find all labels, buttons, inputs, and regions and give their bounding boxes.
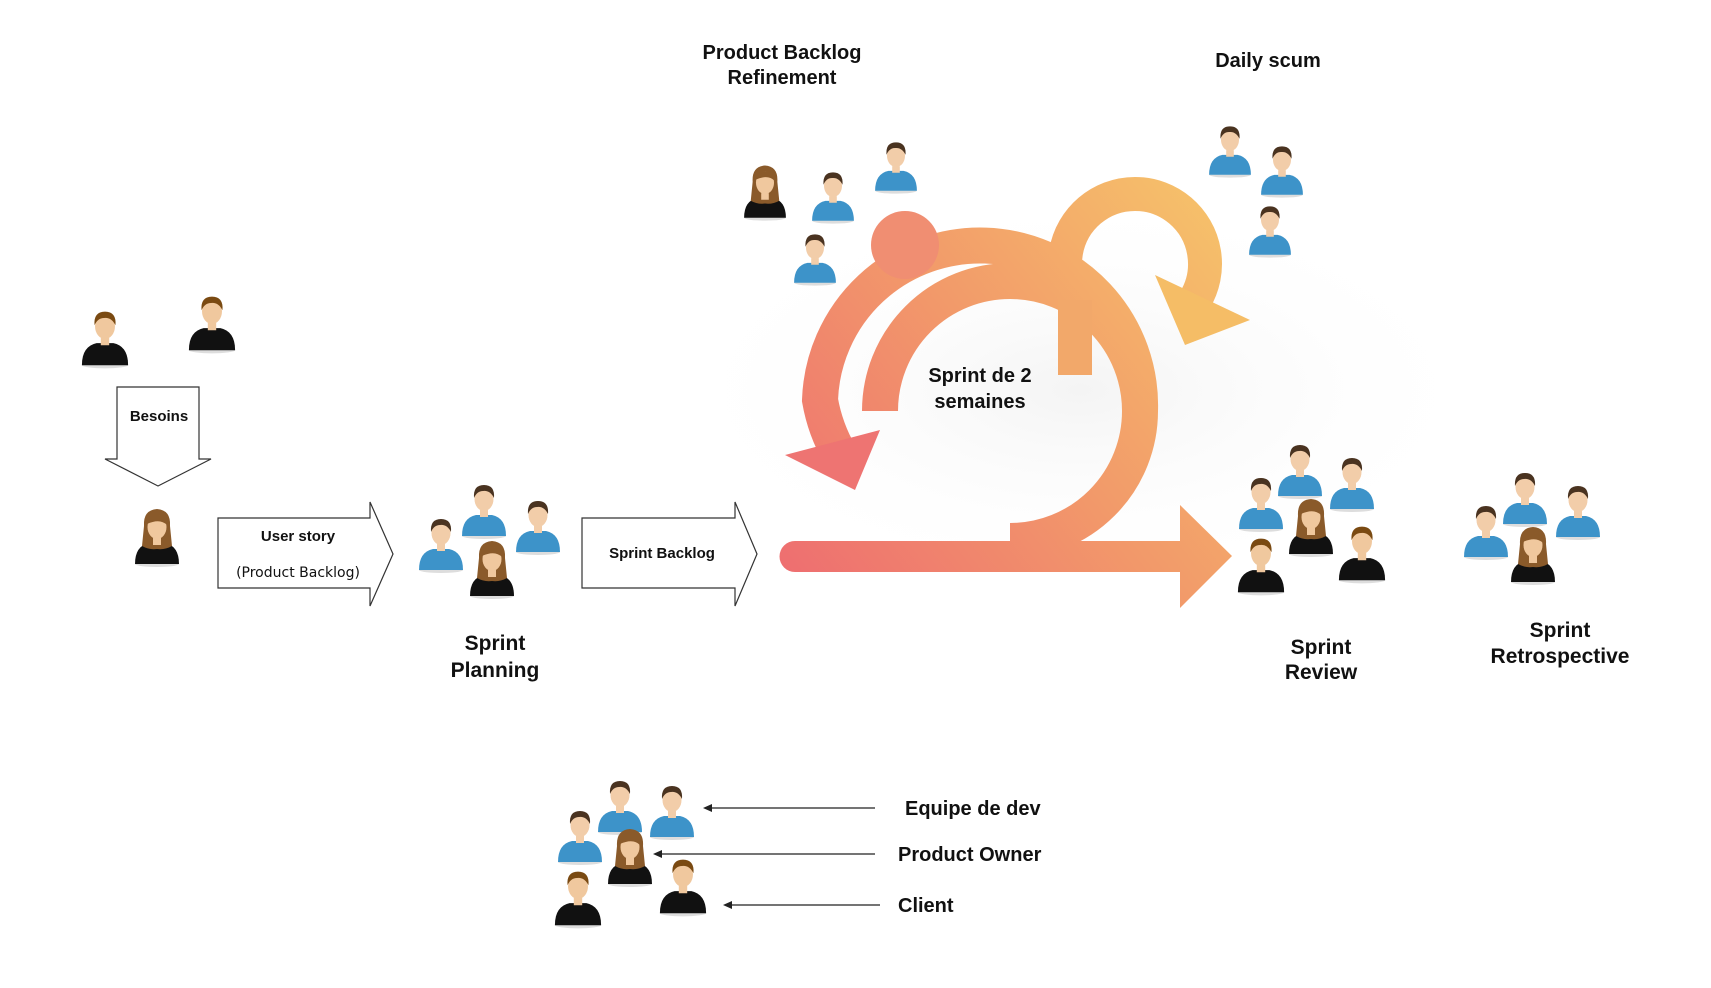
refinement-title-line2: Refinement bbox=[728, 67, 837, 89]
developer-person-icon bbox=[419, 519, 463, 573]
product-backlog-label: (Product Backlog) bbox=[236, 565, 360, 581]
legend-arrowhead-client bbox=[723, 901, 732, 909]
sprint-bar bbox=[779, 505, 1232, 608]
besoins-arrow: Besoins bbox=[104, 386, 212, 487]
developer-person-icon bbox=[1556, 486, 1600, 540]
sprint-loop bbox=[779, 177, 1250, 608]
legend-arrowhead-dev bbox=[703, 804, 712, 812]
daily-scrum-arrowhead bbox=[1155, 275, 1250, 345]
client-person-icon bbox=[1237, 538, 1285, 596]
refinement-title-line1: Product Backlog bbox=[703, 42, 862, 64]
developer-person-icon bbox=[462, 485, 506, 539]
developer-person-icon bbox=[1330, 458, 1374, 512]
user-story-arrow: User story (Product Backlog) bbox=[217, 501, 394, 607]
sprint-cycle-knob bbox=[871, 211, 939, 279]
developer-person-icon bbox=[650, 786, 694, 840]
developer-person-icon bbox=[1278, 445, 1322, 499]
developer-person-icon bbox=[875, 142, 917, 194]
product-owner-person-icon bbox=[744, 165, 786, 221]
sprint-backlog-arrow-shape bbox=[581, 501, 758, 607]
developer-person-icon bbox=[1239, 478, 1283, 532]
sprint-retrospective-line1: Sprint bbox=[1530, 619, 1591, 642]
developer-person-icon bbox=[558, 811, 602, 865]
people-icons bbox=[81, 126, 1600, 929]
sprint-planning-line2: Planning bbox=[451, 659, 540, 682]
product-owner-person-icon bbox=[470, 541, 514, 599]
developer-person-icon bbox=[1261, 146, 1303, 198]
developer-person-icon bbox=[1249, 206, 1291, 258]
daily-scrum-loop bbox=[1048, 177, 1222, 309]
client-person-icon bbox=[554, 871, 602, 929]
sprint-duration-line1: Sprint de 2 bbox=[928, 365, 1031, 387]
daily-scrum-title: Daily scum bbox=[1215, 50, 1321, 72]
product-owner-person-icon bbox=[608, 829, 652, 887]
sprint-backlog-label: Sprint Backlog bbox=[609, 545, 715, 562]
developer-person-icon bbox=[812, 172, 854, 224]
besoins-arrow-shape bbox=[104, 386, 212, 487]
user-story-label: User story bbox=[261, 528, 336, 545]
sprint-planning-line1: Sprint bbox=[465, 632, 526, 655]
sprint-cycle-arrowhead-left bbox=[785, 430, 880, 490]
developer-person-icon bbox=[794, 234, 836, 286]
sprint-review-line1: Sprint bbox=[1291, 636, 1352, 659]
product-owner-person-icon bbox=[1289, 499, 1333, 557]
developer-person-icon bbox=[1503, 473, 1547, 527]
developer-person-icon bbox=[1464, 506, 1508, 560]
client-person-icon bbox=[659, 859, 707, 917]
sprint-cycle-ring-left bbox=[801, 227, 1159, 465]
client-person-icon bbox=[188, 296, 236, 354]
legend: Equipe de dev Product Owner Client bbox=[653, 798, 1042, 917]
legend-arrowhead-po bbox=[653, 850, 662, 858]
legend-client-label: Client bbox=[898, 895, 954, 917]
developer-person-icon bbox=[598, 781, 642, 835]
developer-person-icon bbox=[516, 501, 560, 555]
sprint-backlog-arrow: Sprint Backlog bbox=[581, 501, 758, 607]
legend-dev-team-label: Equipe de dev bbox=[905, 798, 1041, 820]
legend-product-owner-label: Product Owner bbox=[898, 844, 1042, 866]
client-person-icon bbox=[81, 311, 129, 369]
sprint-review-line2: Review bbox=[1285, 661, 1358, 684]
client-person-icon bbox=[1338, 526, 1386, 584]
developer-person-icon bbox=[1209, 126, 1251, 178]
product-owner-person-icon bbox=[135, 509, 179, 567]
besoins-label: Besoins bbox=[130, 408, 188, 425]
loop-connector bbox=[1058, 300, 1092, 375]
sprint-retrospective-line2: Retrospective bbox=[1491, 645, 1630, 668]
sprint-duration-line2: semaines bbox=[934, 391, 1025, 413]
product-owner-person-icon bbox=[1511, 527, 1555, 585]
user-story-arrow-shape bbox=[217, 501, 394, 607]
